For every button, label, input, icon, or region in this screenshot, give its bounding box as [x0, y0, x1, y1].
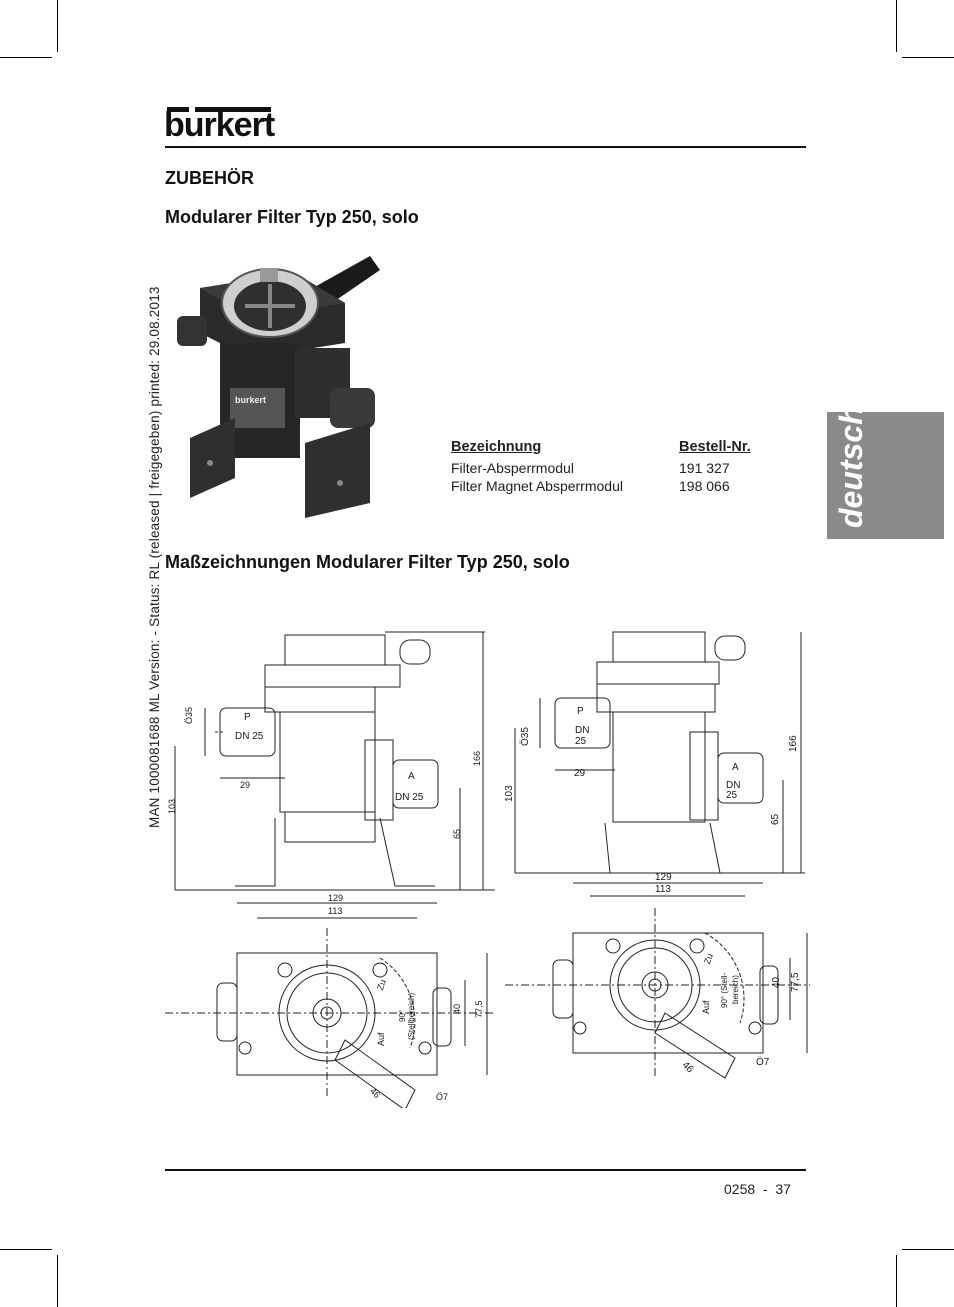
dim-40: 40 — [771, 976, 782, 988]
dim-77-5: 77,5 — [790, 972, 801, 992]
item-name: Filter Magnet Absperrmodul — [451, 478, 623, 494]
port-a-size: DN 25 — [395, 792, 424, 803]
photo-brand-label: burkert — [235, 395, 266, 405]
item-name: Filter-Absperrmodul — [451, 460, 574, 476]
crop-mark — [896, 1255, 897, 1307]
port-p-label: P — [244, 712, 251, 723]
section-title: ZUBEHÖR — [165, 168, 254, 188]
dim-diameter-35: Ö35 — [520, 727, 531, 746]
port-p-size: DN 25 — [235, 731, 264, 742]
footer-rule — [165, 1169, 806, 1171]
dim-129: 129 — [655, 872, 672, 883]
label-90-degree: 90° (Stell- — [720, 972, 729, 1008]
port-p-size-number: 25 — [575, 736, 587, 747]
table-row: Filter-Absperrmodul 191 327 — [451, 459, 751, 477]
port-p-label: P — [577, 706, 584, 717]
port-a-size: DN — [726, 780, 741, 791]
table-header-row: Bezeichnung Bestell-Nr. — [451, 439, 751, 459]
document-status-note: MAN 1000081688 ML Version: - Status: RL … — [147, 286, 162, 828]
page-number: 0258 - 37 — [724, 1181, 791, 1197]
dimension-drawing-right — [505, 631, 810, 1079]
dim-diameter-7: Ö7 — [436, 1092, 449, 1102]
dim-129: 129 — [328, 893, 344, 903]
port-a-size-number: 25 — [726, 790, 738, 801]
dim-103: 103 — [167, 798, 177, 814]
crop-mark — [902, 1249, 954, 1250]
product-title: Modularer Filter Typ 250, solo — [165, 207, 419, 227]
dim-diameter-35: Ö35 — [184, 706, 194, 724]
crop-mark — [57, 1255, 58, 1307]
label-adjustment-range: bereich) — [731, 975, 740, 1004]
column-header-designation: Bezeichnung — [451, 439, 542, 455]
port-p-size: DN — [575, 725, 590, 736]
label-auf: Auf — [701, 1000, 711, 1014]
drawings-title: Maßzeichnungen Modularer Filter Typ 250,… — [165, 552, 570, 572]
table-row: Filter Magnet Absperrmodul 198 066 — [451, 477, 751, 495]
header-rule — [165, 146, 806, 148]
brand-logo-bars — [165, 107, 275, 117]
product-photo: burkert — [177, 256, 380, 518]
crop-mark — [902, 57, 954, 58]
dim-29: 29 — [240, 780, 251, 790]
dim-113: 113 — [655, 884, 671, 895]
dim-65: 65 — [770, 813, 781, 825]
language-tab-label: deutsch — [833, 405, 869, 528]
order-table: Bezeichnung Bestell-Nr. Filter-Absperrmo… — [451, 439, 751, 495]
dim-113: 113 — [328, 906, 343, 916]
dim-103: 103 — [504, 785, 515, 802]
crop-mark — [0, 1249, 52, 1250]
crop-mark — [896, 0, 897, 52]
dim-166: 166 — [472, 750, 482, 766]
port-a-label: A — [408, 771, 415, 782]
dim-40: 40 — [452, 1003, 462, 1014]
column-header-order-number: Bestell-Nr. — [679, 439, 751, 455]
item-number: 198 066 — [679, 478, 730, 494]
dim-29: 29 — [574, 768, 586, 779]
crop-mark — [0, 57, 52, 58]
dimension-drawing-left — [165, 631, 495, 1108]
dim-diameter-7: Ö7 — [756, 1057, 770, 1068]
crop-mark — [57, 0, 58, 52]
dim-77-5: 77,5 — [474, 1000, 484, 1018]
port-a-label: A — [732, 762, 739, 773]
label-90-degree: 90° — [398, 1009, 407, 1022]
brand-logo: burkert — [164, 106, 275, 144]
label-auf: Auf — [376, 1032, 386, 1046]
language-tab — [827, 412, 944, 539]
label-adjustment-range: (Stellbereich) — [407, 992, 416, 1040]
dim-166: 166 — [788, 735, 799, 752]
item-number: 191 327 — [679, 460, 730, 476]
dim-65: 65 — [452, 828, 462, 839]
